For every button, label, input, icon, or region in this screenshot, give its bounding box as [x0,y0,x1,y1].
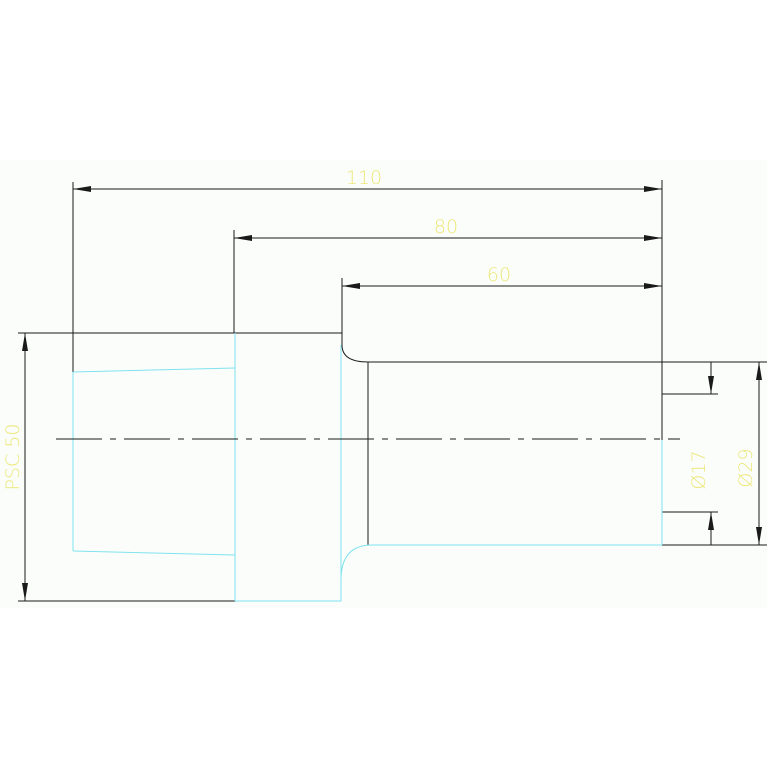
dim-text-80: 80 [434,216,458,238]
shoulder-fillet-bottom [340,544,373,581]
dim-text-110: 110 [346,167,382,189]
dim-text-60: 60 [487,264,511,286]
inner-bottom-line [72,550,236,556]
shoulder-fillet-top [341,333,369,363]
dim-text-psc-50: PSC 50 [2,423,24,490]
dim-text-dia-17: Ø17 [688,450,710,489]
dimension-labels: 110 80 60 PSC 50 Ø17 Ø29 [2,167,757,491]
dimension-lines [22,186,762,601]
inner-top-line [72,367,236,373]
hidden-lines [72,333,663,602]
drawing-background [0,160,767,608]
dim-text-dia-29: Ø29 [735,448,757,487]
